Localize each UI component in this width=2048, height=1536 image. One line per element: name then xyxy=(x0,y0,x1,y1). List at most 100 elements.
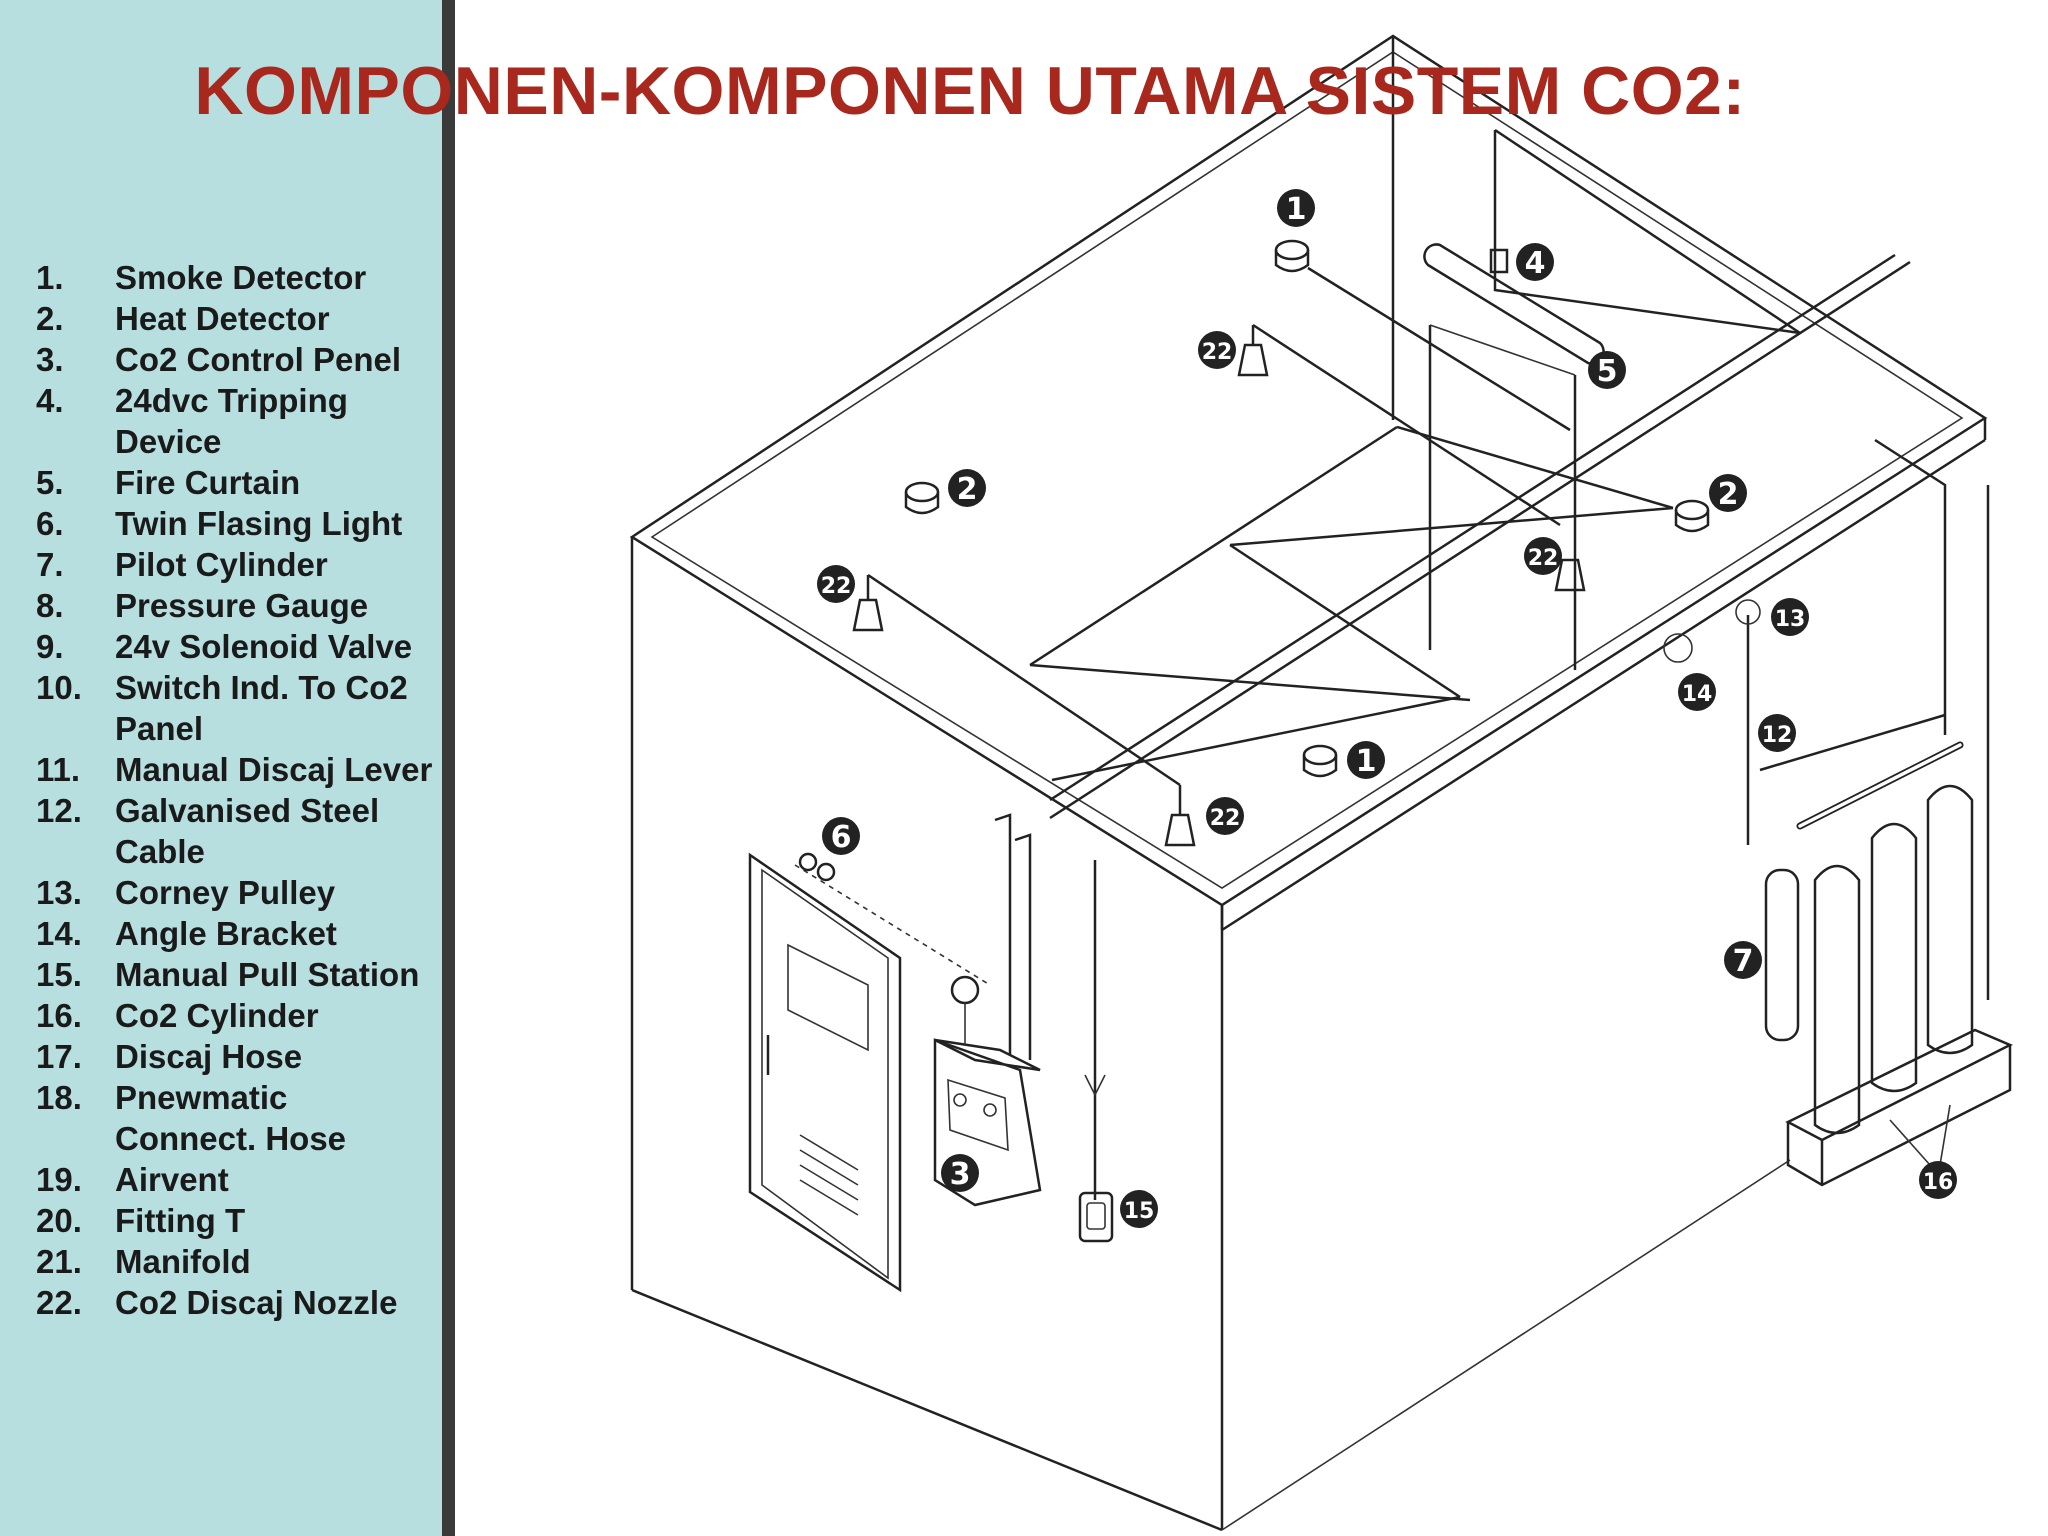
co2-system-diagram: 1 1 2 2 3 4 5 6 7 12 13 14 15 16 22 22 2… xyxy=(629,34,2013,1532)
legend-item-number: 15. xyxy=(36,956,82,993)
legend-item-label: Corney Pulley xyxy=(115,874,336,911)
legend-item-number: 7. xyxy=(36,546,64,583)
legend-item: 7. Pilot Cylinder xyxy=(36,544,435,585)
legend-item: 1. Smoke Detector xyxy=(36,257,435,298)
legend-item: 8. Pressure Gauge xyxy=(36,585,435,626)
legend-item-number: 6. xyxy=(36,505,64,542)
legend-item-number: 4. xyxy=(36,382,64,419)
callout-13: 13 xyxy=(1771,598,1809,636)
legend-item-number: 20. xyxy=(36,1202,82,1239)
legend-item-label: Co2 Control Penel xyxy=(115,341,402,378)
discharge-nozzle xyxy=(1164,813,1196,847)
heat-detector xyxy=(904,481,940,515)
callout-15: 15 xyxy=(1120,1190,1158,1228)
legend-item-number: 11. xyxy=(36,751,81,788)
legend-item: 5. Fire Curtain xyxy=(36,462,435,503)
legend-item-label: 24v Solenoid Valve xyxy=(115,628,413,665)
callout-5: 5 xyxy=(1588,351,1626,389)
legend-item-label: Co2 Cylinder xyxy=(115,997,319,1034)
callout-2: 2 xyxy=(948,469,986,507)
room-walls xyxy=(630,418,1987,1532)
legend-item-number: 9. xyxy=(36,628,64,665)
discharge-nozzle xyxy=(1237,343,1269,377)
legend-item: 21.Manifold xyxy=(36,1241,435,1282)
corney-pulley xyxy=(1735,599,1761,625)
legend-item-number: 8. xyxy=(36,587,64,624)
callout-1: 1 xyxy=(1277,189,1315,227)
callout-22: 22 xyxy=(1206,797,1244,835)
callout-16: 16 xyxy=(1919,1161,1957,1199)
legend-item: 18.Pnewmatic Connect. Hose xyxy=(36,1077,435,1159)
svg-text:2: 2 xyxy=(957,472,978,507)
legend-item-label: Pilot Cylinder xyxy=(115,546,328,583)
discharge-nozzle xyxy=(1554,558,1586,592)
callout-2: 2 xyxy=(1709,474,1747,512)
callout-14: 14 xyxy=(1678,673,1716,711)
legend-item-number: 14. xyxy=(36,915,82,952)
legend-item-label: Manual Discaj Lever xyxy=(115,751,433,788)
ceiling-piping xyxy=(866,253,1911,820)
svg-text:1: 1 xyxy=(1286,192,1307,227)
control-panel-assembly xyxy=(794,813,1114,1243)
legend-item: 10. Switch Ind. To Co2 Panel xyxy=(36,667,435,749)
svg-text:1: 1 xyxy=(1356,744,1377,779)
smoke-detector xyxy=(1302,744,1338,778)
legend-item-label: 24dvc Tripping Device xyxy=(115,382,348,460)
svg-text:12: 12 xyxy=(1762,723,1793,748)
legend-item-number: 10. xyxy=(36,669,82,706)
legend-item-label: Co2 Discaj Nozzle xyxy=(115,1284,398,1321)
callout-22: 22 xyxy=(817,565,855,603)
co2-cylinder xyxy=(1870,822,1918,1093)
legend-item-label: Pressure Gauge xyxy=(115,587,369,624)
legend-item-label: Galvanised Steel Cable xyxy=(115,792,380,870)
legend-item: 20. Fitting T xyxy=(36,1200,435,1241)
legend-item: 15. Manual Pull Station xyxy=(36,954,435,995)
svg-text:13: 13 xyxy=(1775,607,1806,632)
pilot-cylinder xyxy=(1764,868,1800,1042)
svg-text:16: 16 xyxy=(1923,1170,1954,1195)
callout-22: 22 xyxy=(1524,537,1562,575)
svg-text:2: 2 xyxy=(1718,477,1739,512)
legend-item-label: Heat Detector xyxy=(115,300,330,337)
legend-item: 16. Co2 Cylinder xyxy=(36,995,435,1036)
sidebar-divider xyxy=(442,0,455,1536)
cylinder-bank xyxy=(1746,438,2013,1187)
svg-text:22: 22 xyxy=(1528,546,1559,571)
svg-text:3: 3 xyxy=(950,1157,971,1192)
room-door xyxy=(748,852,902,1293)
legend-item-number: 5. xyxy=(36,464,64,501)
ceiling-devices xyxy=(798,239,1761,882)
legend-item-label: Switch Ind. To Co2 Panel xyxy=(115,669,408,747)
room-ceiling-frame xyxy=(629,34,1988,907)
legend-item-label: Fire Curtain xyxy=(115,464,301,501)
callout-3: 3 xyxy=(941,1154,979,1192)
angle-bracket xyxy=(1663,633,1693,663)
legend-item-number: 1. xyxy=(36,259,64,296)
svg-text:7: 7 xyxy=(1733,944,1754,979)
legend-item-number: 16. xyxy=(36,997,82,1034)
fire-curtain-roller xyxy=(1423,243,1605,365)
legend-item-number: 19. xyxy=(36,1161,82,1198)
legend-item: 11. Manual Discaj Lever xyxy=(36,749,435,790)
legend-item: 4. 24dvc Tripping Device xyxy=(36,380,435,462)
svg-text:22: 22 xyxy=(1210,806,1241,831)
smoke-detector xyxy=(1274,239,1310,273)
legend-item-number: 3. xyxy=(36,341,64,378)
legend-item-label: Fitting T xyxy=(115,1202,246,1239)
legend-item: 19.Airvent xyxy=(36,1159,435,1200)
legend-item-label: Discaj Hose xyxy=(115,1038,303,1075)
legend-item: 13.Corney Pulley xyxy=(36,872,435,913)
legend-item-label: Smoke Detector xyxy=(115,259,367,296)
legend-item: 3. Co2 Control Penel xyxy=(36,339,435,380)
legend-item-label: Manual Pull Station xyxy=(115,956,420,993)
callout-4: 4 xyxy=(1516,243,1554,281)
page-title: KOMPONEN-KOMPONEN UTAMA SISTEM CO2: xyxy=(194,53,1746,129)
discharge-nozzle xyxy=(852,598,884,632)
legend-item-label: Manifold xyxy=(115,1243,251,1280)
legend-item-label: Pnewmatic Connect. Hose xyxy=(115,1079,347,1157)
legend-item: 12. Galvanised Steel Cable xyxy=(36,790,435,872)
legend-item: 2.Heat Detector xyxy=(36,298,435,339)
legend-item-number: 12. xyxy=(36,792,82,829)
